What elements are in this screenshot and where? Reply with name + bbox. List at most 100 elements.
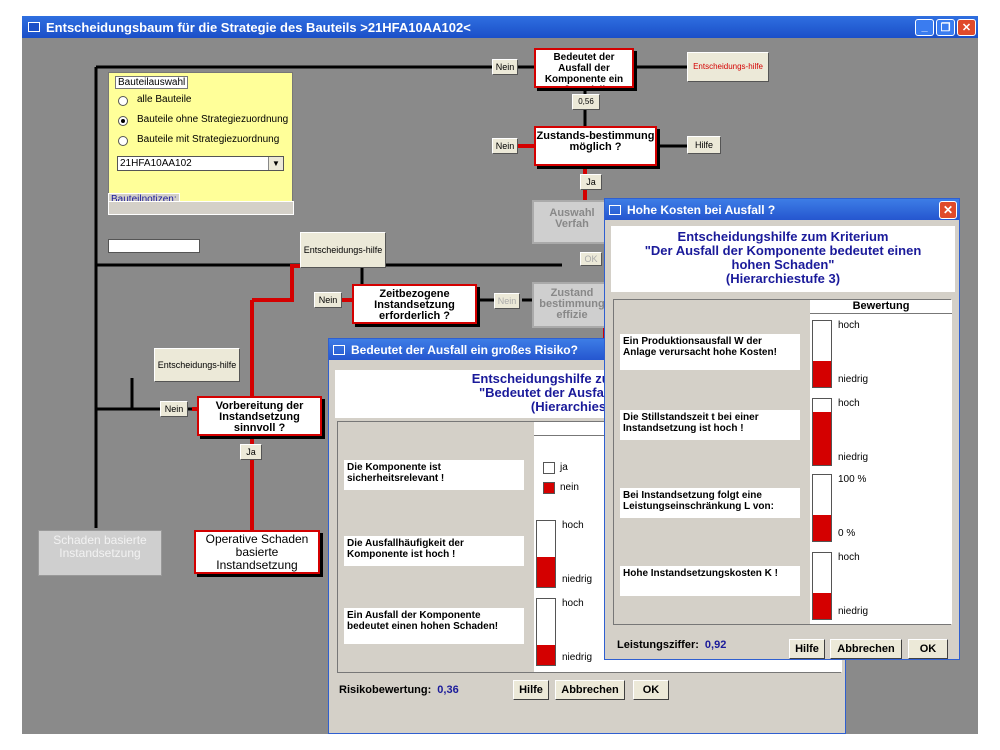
cost-heading-line-1: Entscheidungshilfe zum Kriterium (677, 229, 889, 244)
cost-question-performance: Bei Instandsetzung folgt eine Leistungse… (620, 488, 800, 518)
form-icon (333, 344, 345, 355)
restore-button[interactable]: ❐ (936, 18, 955, 36)
minimize-button[interactable]: _ (915, 18, 934, 36)
node-risk-question[interactable]: Bedeutet der Ausfall der Komponente ein … (534, 48, 634, 88)
node-preparation-question[interactable]: Vorbereitung der Instandsetzung sinnvoll… (197, 396, 322, 436)
performance-100-label: 100 % (838, 474, 867, 485)
cost-dialog-heading: Entscheidungshilfe zum Kriterium "Der Au… (611, 226, 955, 292)
risk-score-badge[interactable]: 0,56 (572, 94, 600, 110)
radio-without-strategy[interactable] (118, 116, 128, 126)
close-button[interactable]: ✕ (957, 18, 976, 36)
risk-help-button[interactable]: Hilfe (513, 680, 549, 700)
performance-0-label: 0 % (838, 528, 856, 539)
radio-all-components-label: alle Bauteile (137, 94, 192, 105)
node-time-based-text: Zeitbezogene Instandsetzung erforderlich… (374, 288, 455, 322)
downtime-low-label: niedrig (838, 452, 869, 463)
risk-question-damage: Ein Ausfall der Komponente bedeutet eine… (344, 608, 524, 644)
performance-gauge[interactable] (812, 474, 832, 542)
repair-high-label: hoch (838, 552, 860, 563)
node-efficiency-text: Zustand bestimmung effizie (539, 287, 605, 321)
node-operative-damage-maintenance[interactable]: Operative Schaden basierte Instandsetzun… (194, 530, 320, 574)
damage-low-label: niedrig (562, 652, 593, 663)
cost-heading-line-2: "Der Ausfall der Komponente bedeutet ein… (644, 243, 922, 258)
cost-rating-header: Bewertung (810, 300, 952, 314)
frequency-gauge-fill (537, 557, 555, 587)
risk-score-label: Risikobewertung: (339, 684, 432, 696)
cost-help-button[interactable]: Hilfe (789, 639, 825, 659)
downtime-high-label: hoch (838, 398, 860, 409)
nein-button-2[interactable]: Nein (492, 138, 518, 154)
production-high-label: hoch (838, 320, 860, 331)
risk-dialog-title: Bedeutet der Ausfall ein großes Risiko? (351, 342, 578, 357)
node-method-text: Auswahl Verfah (549, 207, 595, 230)
frequency-high-label: hoch (562, 520, 584, 531)
cost-score-value: 0,92 (704, 639, 727, 651)
cost-question-repair: Hohe Instandsetzungskosten K ! (620, 566, 800, 596)
damage-gauge[interactable] (536, 598, 556, 666)
chevron-down-icon[interactable]: ▼ (268, 157, 283, 170)
risk-ok-button[interactable]: OK (633, 680, 669, 700)
node-condition-text: Zustands-bestimmung möglich ? (536, 130, 655, 153)
production-gauge-fill (813, 360, 831, 387)
ja-button-2[interactable]: Ja (580, 174, 602, 190)
radio-with-strategy[interactable] (118, 136, 128, 146)
component-combo-value: 21HFA10AA102 (120, 158, 192, 169)
help-button-condition[interactable]: Hilfe (687, 136, 721, 154)
checkbox-ja[interactable] (543, 462, 555, 474)
decision-help-button-5[interactable]: Entscheidungs-hilfe (300, 232, 386, 268)
cost-heading-line-4: (Hierarchiestufe 3) (725, 271, 841, 286)
nein-button-5[interactable]: Nein (314, 292, 342, 308)
component-combo[interactable]: 21HFA10AA102 ▼ (117, 156, 284, 171)
node-damage-based-text: Schaden basierte Instandsetzung (53, 533, 147, 560)
cost-cancel-button[interactable]: Abbrechen (830, 639, 902, 659)
cost-question-production: Ein Produktionsausfall W der Anlage veru… (620, 334, 800, 370)
frequency-gauge[interactable] (536, 520, 556, 588)
cost-score-label: Leistungsziffer: (617, 639, 699, 651)
form-icon (609, 204, 621, 215)
close-icon[interactable]: ✕ (939, 200, 957, 219)
risk-question-frequency: Die Ausfallhäufigkeit der Komponente ist… (344, 536, 524, 566)
decision-tree-canvas: Bauteilauswahl alle Bauteile Bauteile oh… (22, 38, 978, 734)
component-selection-panel: Bauteilauswahl alle Bauteile Bauteile oh… (108, 72, 293, 209)
checkbox-nein-label: nein (560, 482, 579, 493)
production-gauge[interactable] (812, 320, 832, 388)
ja-button-6[interactable]: Ja (240, 444, 262, 460)
cost-dialog-titlebar: Hohe Kosten bei Ausfall ? ✕ (605, 199, 959, 220)
repair-cost-gauge-fill (813, 592, 831, 619)
risk-score-value: 0,36 (437, 684, 459, 696)
node-condition-efficiency[interactable]: Zustand bestimmung effizie (532, 282, 612, 328)
window-titlebar: Entscheidungsbaum für die Strategie des … (22, 16, 978, 38)
nein-button-4[interactable]: Nein (494, 293, 520, 309)
notes-field[interactable] (108, 201, 294, 215)
radio-all-components[interactable] (118, 96, 128, 106)
node-condition-question[interactable]: Zustands-bestimmung möglich ? (534, 126, 657, 166)
decision-help-button-6[interactable]: Entscheidungs-hilfe (154, 348, 240, 382)
downtime-gauge-fill (813, 412, 831, 465)
node-risk-text: Bedeutet der Ausfall der Komponente ein … (544, 52, 624, 86)
cost-dialog-title: Hohe Kosten bei Ausfall ? (627, 202, 776, 217)
node-preparation-text: Vorbereitung der Instandsetzung sinnvoll… (215, 400, 304, 434)
risk-score: Risikobewertung: 0,36 (339, 684, 459, 696)
cost-ok-button[interactable]: OK (908, 639, 948, 659)
text-field[interactable] (108, 239, 200, 253)
radio-with-strategy-label: Bauteile mit Strategiezuordnung (137, 134, 280, 145)
decision-help-button-1[interactable]: Entscheidungs-hilfe (687, 52, 769, 82)
node-damage-based-maintenance[interactable]: Schaden basierte Instandsetzung (38, 530, 162, 576)
node-time-based-question[interactable]: Zeitbezogene Instandsetzung erforderlich… (352, 284, 477, 324)
node-method-selection[interactable]: Auswahl Verfah (532, 200, 612, 244)
damage-high-label: hoch (562, 598, 584, 609)
repair-cost-gauge[interactable] (812, 552, 832, 620)
checkbox-nein[interactable] (543, 482, 555, 494)
radio-without-strategy-label: Bauteile ohne Strategiezuordnung (137, 114, 289, 125)
repair-low-label: niedrig (838, 606, 869, 617)
selection-group-label: Bauteilauswahl (115, 76, 189, 89)
cost-heading-line-3: hohen Schaden" (731, 257, 835, 272)
damage-gauge-fill (537, 645, 555, 665)
risk-cancel-button[interactable]: Abbrechen (555, 680, 625, 700)
cost-question-downtime: Die Stillstandszeit t bei einer Instands… (620, 410, 800, 440)
downtime-gauge[interactable] (812, 398, 832, 466)
nein-button-1[interactable]: Nein (492, 59, 518, 75)
nein-button-6[interactable]: Nein (160, 401, 188, 417)
ok-button-method[interactable]: OK (580, 252, 602, 266)
cost-dialog: Hohe Kosten bei Ausfall ? ✕ Entscheidung… (604, 198, 960, 660)
